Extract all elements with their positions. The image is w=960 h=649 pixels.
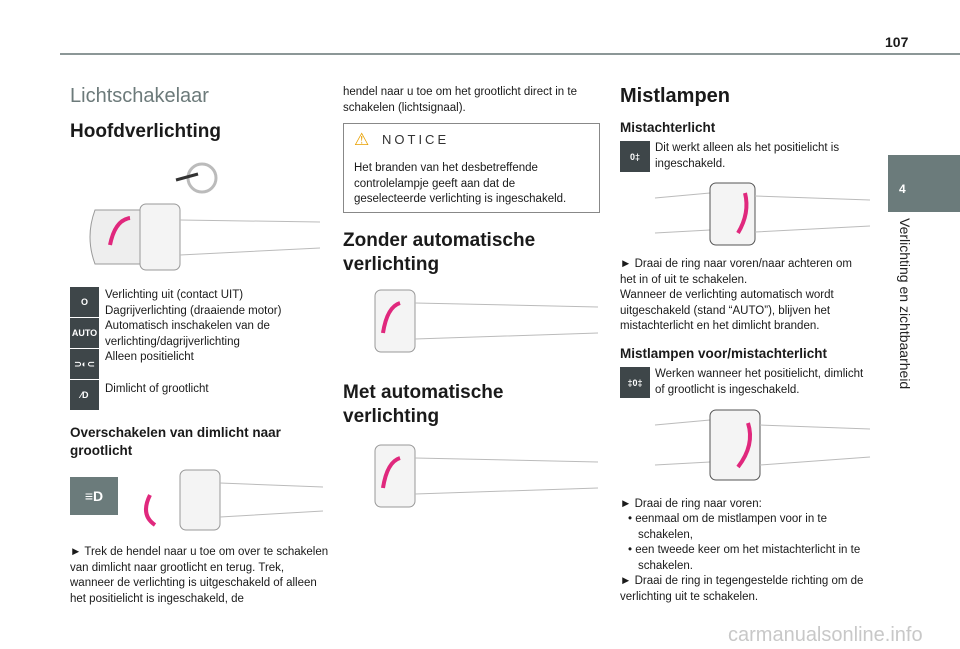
rear-fog-icon: 0‡ xyxy=(620,141,650,172)
heading-met: Met automatische verlichting xyxy=(343,382,504,427)
body-continued: hendel naar u toe om het grootlicht dire… xyxy=(343,86,577,114)
item-text-position: Alleen positielicht xyxy=(105,351,194,363)
body2-intro: ► Draai de ring naar voren: xyxy=(620,498,762,510)
chapter-number: 4 xyxy=(899,182,906,196)
auto-icon: AUTO xyxy=(70,318,99,348)
page-number: 107 xyxy=(885,34,909,50)
stalk-manual-illustration xyxy=(374,289,599,353)
notice-box: ⚠ NOTICE Het branden van het desbetreffe… xyxy=(343,123,600,213)
chapter-title: Verlichting en zichtbaarheid xyxy=(897,218,913,390)
warning-icon: ⚠ xyxy=(354,130,370,149)
body-mistachterlicht: ► Draai de ring naar voren/naar achteren… xyxy=(620,258,852,332)
dipped-main-beam-icon: ⁄D xyxy=(70,380,99,410)
body2-end: ► Draai de ring in tegengestelde richtin… xyxy=(620,575,864,603)
heading-mistlampen: Mistlampen xyxy=(620,85,731,107)
sub-mistachterlicht: Mistachterlicht xyxy=(620,120,716,135)
section-title: Lichtschakelaar xyxy=(70,85,209,107)
header-rule xyxy=(60,53,960,55)
steering-wheel-icon xyxy=(175,162,218,194)
main-beam-icon: ≡D xyxy=(70,477,118,515)
fog-ring-illustration xyxy=(654,182,871,246)
sub2-text: Werken wanneer het positielicht, dimlich… xyxy=(655,368,864,396)
heading-hoofdverlichting: Hoofdverlichting xyxy=(70,121,221,142)
bullet-2-text: een tweede keer om het mistachterlicht i… xyxy=(635,544,861,572)
watermark: carmanualsonline.info xyxy=(728,624,923,646)
stalk-illustration xyxy=(89,203,321,271)
heading-zonder: Zonder automatische verlichting xyxy=(343,230,536,275)
sub1-text: Dit werkt alleen als het positielicht is… xyxy=(655,142,840,170)
item-text-beam: Dimlicht of grootlicht xyxy=(105,383,209,395)
stalk-auto-illustration xyxy=(374,444,599,508)
item-text-off: Verlichting uit (contact UIT) Dagrijverl… xyxy=(105,289,282,317)
body-dimlicht: ► Trek de hendel naar u toe om over te s… xyxy=(70,546,329,605)
item-text-auto: Automatisch inschakelen van de verlichti… xyxy=(105,320,270,348)
bullet-1-text: eenmaal om de mistlampen voor in te scha… xyxy=(635,513,827,541)
light-off-icon: O xyxy=(70,287,99,317)
chapter-tab[interactable]: 4 xyxy=(888,155,960,212)
front-rear-fog-icon: ‡0‡ xyxy=(620,367,650,398)
fog-ring-front-illustration xyxy=(654,409,871,481)
bullet-1: • eenmaal om de mistlampen voor in te sc… xyxy=(628,513,827,541)
notice-text: Het branden van het desbetreffende contr… xyxy=(354,162,567,205)
stalk-pull-illustration xyxy=(144,469,324,531)
sub-mistlampen-voor: Mistlampen voor/mistachterlicht xyxy=(620,346,828,361)
notice-title: NOTICE xyxy=(382,132,450,147)
bullet-2: • een tweede keer om het mistachterlicht… xyxy=(628,544,861,572)
position-light-icon: ⊃◐⊂ xyxy=(70,349,99,379)
subheading-dimlicht: Overschakelen van dimlicht naar grootlic… xyxy=(70,425,281,458)
